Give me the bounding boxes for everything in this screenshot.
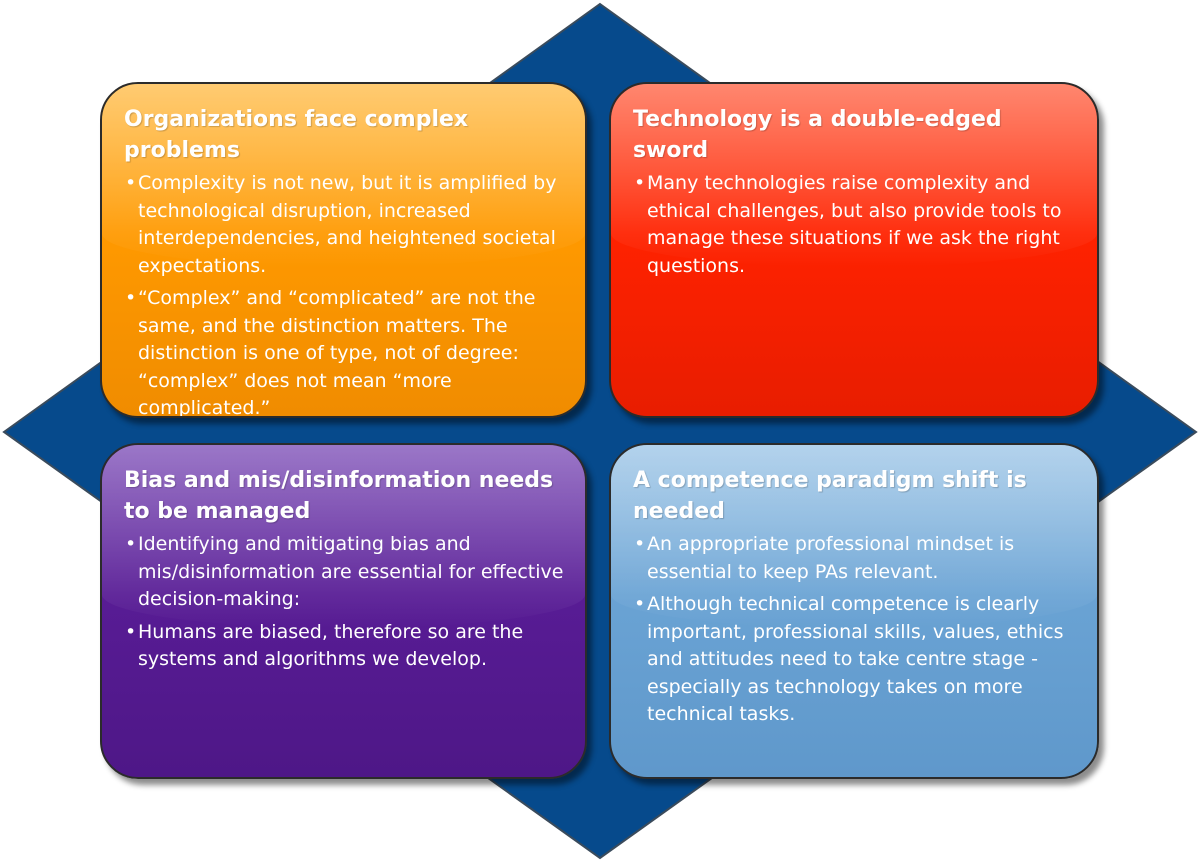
bullet-text: Humans are biased, therefore so are the … [138, 620, 524, 671]
list-item: •Complexity is not new, but it is amplif… [124, 170, 567, 280]
bullet-text: Many technologies raise complexity and e… [647, 172, 1062, 277]
box-organizations-complex-problems: Organizations face complex problems •Com… [100, 82, 587, 418]
bullet-text: An appropriate professional mindset is e… [647, 533, 1015, 583]
bullet-icon: • [634, 172, 646, 194]
bullet-icon: • [125, 533, 137, 555]
list-item: •“Complex” and “complicated” are not the… [124, 285, 567, 418]
bullet-list: •Identifying and mitigating bias and mis… [124, 531, 567, 674]
box-bias-misinformation: Bias and mis/disinformation needs to be … [100, 443, 587, 779]
box-title: Organizations face complex problems [124, 107, 469, 163]
bullet-text: Identifying and mitigating bias and mis/… [138, 533, 564, 610]
box-title: A competence paradigm shift is needed [633, 468, 1027, 524]
bullet-list: •Many technologies raise complexity and … [633, 170, 1079, 280]
bullet-icon: • [634, 533, 646, 555]
bullet-icon: • [125, 287, 137, 309]
list-item: •Humans are biased, therefore so are the… [124, 619, 567, 674]
list-item: •Many technologies raise complexity and … [633, 170, 1079, 280]
bullet-text: “Complex” and “complicated” are not the … [138, 287, 536, 418]
bullet-text: Although technical competence is clearly… [647, 593, 1064, 725]
box-competence-paradigm-shift: A competence paradigm shift is needed •A… [609, 443, 1099, 779]
list-item: •An appropriate professional mindset is … [633, 531, 1079, 586]
bullet-list: •Complexity is not new, but it is amplif… [124, 170, 567, 418]
box-title: Technology is a double-edged sword [633, 107, 1002, 163]
list-item: •Identifying and mitigating bias and mis… [124, 531, 567, 614]
bullet-icon: • [125, 620, 137, 643]
bullet-icon: • [634, 593, 646, 615]
bullet-list: •An appropriate professional mindset is … [633, 531, 1079, 729]
bullet-icon: • [125, 172, 137, 194]
bullet-text: Complexity is not new, but it is amplifi… [138, 172, 557, 277]
list-item: •Although technical competence is clearl… [633, 591, 1079, 729]
box-technology-double-edged-sword: Technology is a double-edged sword •Many… [609, 82, 1099, 418]
box-title: Bias and mis/disinformation needs to be … [124, 468, 554, 524]
